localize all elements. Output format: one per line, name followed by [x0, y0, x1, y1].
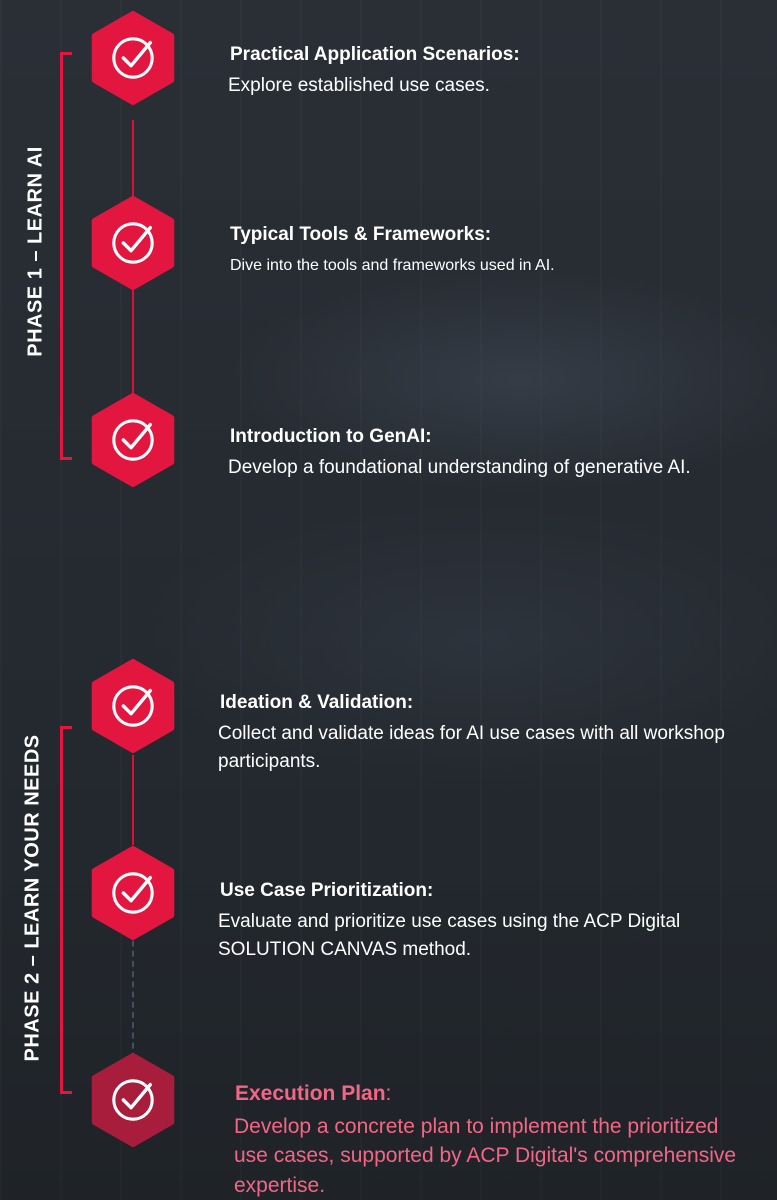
step-1-description: Explore established use cases. — [228, 75, 490, 96]
connector-line — [132, 290, 134, 410]
step-3-checkmark-icon — [85, 392, 181, 488]
step-6-checkmark-icon — [85, 1052, 181, 1148]
step-1-checkmark-icon — [85, 10, 181, 106]
step-2-title: Typical Tools & Frameworks: — [230, 224, 492, 245]
step-3-title: Introduction to GenAI: — [230, 426, 432, 447]
step-3-description: Develop a foundational understanding of … — [228, 457, 691, 478]
step-6-description: Develop a concrete plan to implement the… — [234, 1115, 737, 1197]
phase-2-bracket — [60, 726, 72, 1094]
step-1-title: Practical Application Scenarios: — [230, 44, 520, 65]
connector-line — [132, 755, 134, 845]
step-6-title: Execution Plan: — [235, 1082, 391, 1106]
step-2-checkmark-icon — [85, 195, 181, 291]
step-4-description: Collect and validate ideas for AI use ca… — [218, 723, 725, 772]
step-2-description: Dive into the tools and frameworks used … — [230, 257, 555, 274]
step-6-title-text: Execution Plan — [235, 1082, 386, 1105]
connector-line-dashed — [132, 920, 134, 1110]
step-4-title: Ideation & Validation: — [220, 692, 414, 713]
step-5-checkmark-icon — [85, 845, 181, 941]
step-4-checkmark-icon — [85, 658, 181, 754]
phase-2-label: PHASE 2 – LEARN YOUR NEEDS — [21, 734, 44, 1062]
step-5-description: Evaluate and prioritize use cases using … — [218, 911, 681, 960]
phase-1-label: PHASE 1 – LEARN AI — [24, 146, 47, 357]
step-5-title: Use Case Prioritization: — [220, 880, 434, 901]
phase-1-bracket — [60, 52, 72, 460]
step-6-title-colon: : — [385, 1082, 392, 1105]
connector-line — [132, 120, 134, 220]
